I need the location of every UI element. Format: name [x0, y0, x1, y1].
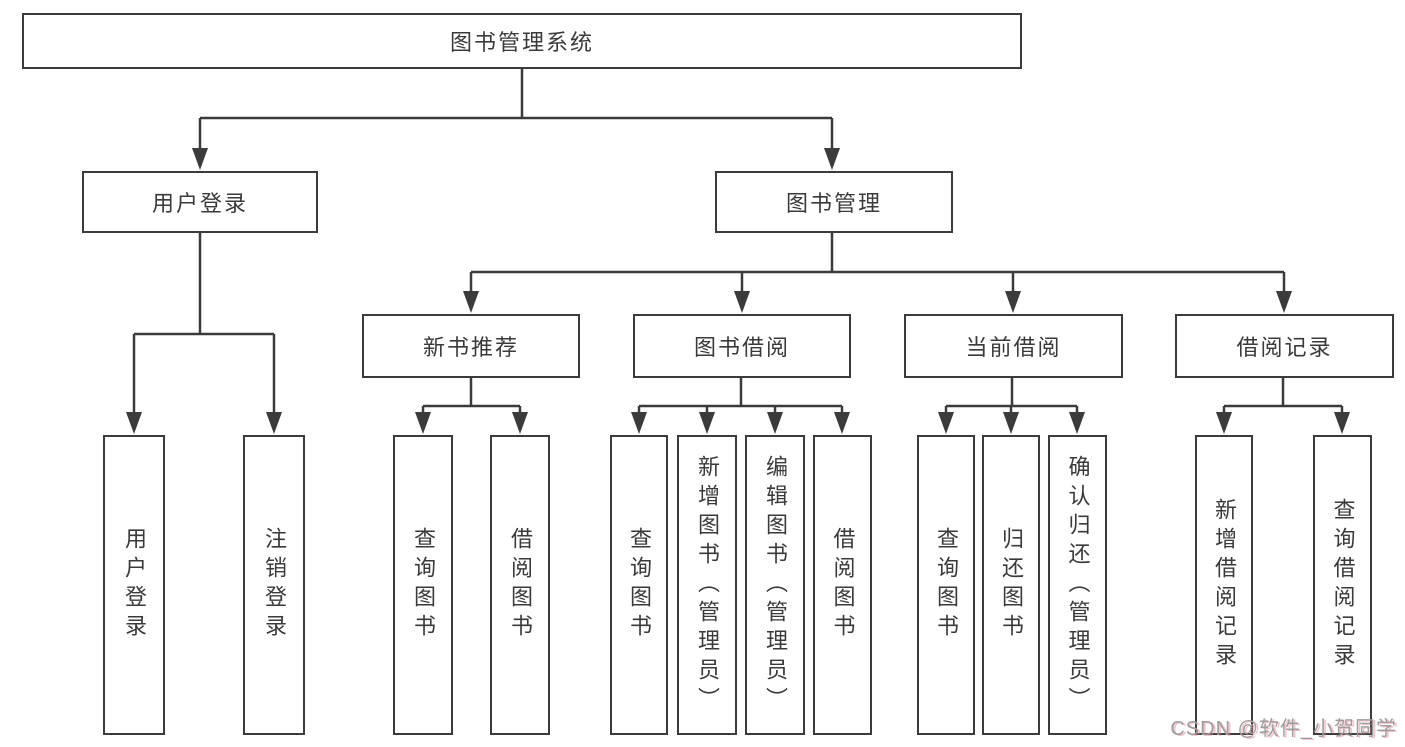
node-borrowing-records-label: 借阅记录 — [1236, 335, 1333, 360]
leaf-add-book-admin-label: 新增图书（管理员） — [695, 454, 720, 716]
node-root: 图书管理系统 — [22, 13, 1022, 69]
leaf-query-books-borrowing: 查询图书 — [610, 435, 668, 735]
node-borrowing-records: 借阅记录 — [1175, 314, 1394, 378]
leaf-query-books-recommend: 查询图书 — [393, 435, 453, 735]
node-book-borrowing: 图书借阅 — [633, 314, 851, 378]
leaf-return-book: 归还图书 — [982, 435, 1040, 735]
leaf-query-books-recommend-label: 查询图书 — [411, 527, 436, 643]
node-new-book-recommend-label: 新书推荐 — [422, 335, 519, 360]
leaf-confirm-return-admin: 确认归还（管理员） — [1048, 435, 1107, 735]
node-user-login: 用户登录 — [82, 171, 318, 233]
node-book-borrowing-label: 图书借阅 — [693, 335, 790, 360]
leaf-query-books-current-label: 查询图书 — [934, 527, 959, 643]
leaf-borrow-books-borrowing: 借阅图书 — [813, 435, 872, 735]
node-book-management-label: 图书管理 — [785, 191, 882, 216]
leaf-return-book-label: 归还图书 — [999, 527, 1024, 643]
leaf-edit-book-admin: 编辑图书（管理员） — [745, 435, 805, 735]
leaf-query-borrow-record-label: 查询借阅记录 — [1330, 498, 1356, 672]
leaf-user-login-label: 用户登录 — [122, 527, 147, 643]
leaf-query-borrow-record: 查询借阅记录 — [1313, 435, 1372, 735]
leaf-borrow-books-recommend: 借阅图书 — [490, 435, 550, 735]
leaf-edit-book-admin-label: 编辑图书（管理员） — [763, 454, 788, 716]
leaf-add-borrow-record-label: 新增借阅记录 — [1212, 498, 1237, 672]
node-user-login-label: 用户登录 — [151, 191, 248, 216]
leaf-add-book-admin: 新增图书（管理员） — [677, 435, 737, 735]
leaf-confirm-return-admin-label: 确认归还（管理员） — [1065, 454, 1091, 716]
leaf-query-books-borrowing-label: 查询图书 — [627, 527, 652, 643]
leaf-borrow-books-borrowing-label: 借阅图书 — [830, 527, 856, 643]
csdn-watermark: CSDN @软件_小贺同学 — [1170, 718, 1397, 740]
node-root-label: 图书管理系统 — [449, 30, 594, 55]
leaf-query-books-current: 查询图书 — [917, 435, 975, 735]
leaf-logout: 注销登录 — [243, 435, 305, 735]
leaf-logout-label: 注销登录 — [262, 527, 287, 643]
leaf-borrow-books-recommend-label: 借阅图书 — [508, 527, 533, 643]
leaf-user-login: 用户登录 — [103, 435, 165, 735]
node-new-book-recommend: 新书推荐 — [362, 314, 580, 378]
node-book-management: 图书管理 — [715, 171, 953, 233]
leaf-add-borrow-record: 新增借阅记录 — [1195, 435, 1253, 735]
node-current-borrowing-label: 当前借阅 — [965, 335, 1062, 360]
node-current-borrowing: 当前借阅 — [904, 314, 1123, 378]
